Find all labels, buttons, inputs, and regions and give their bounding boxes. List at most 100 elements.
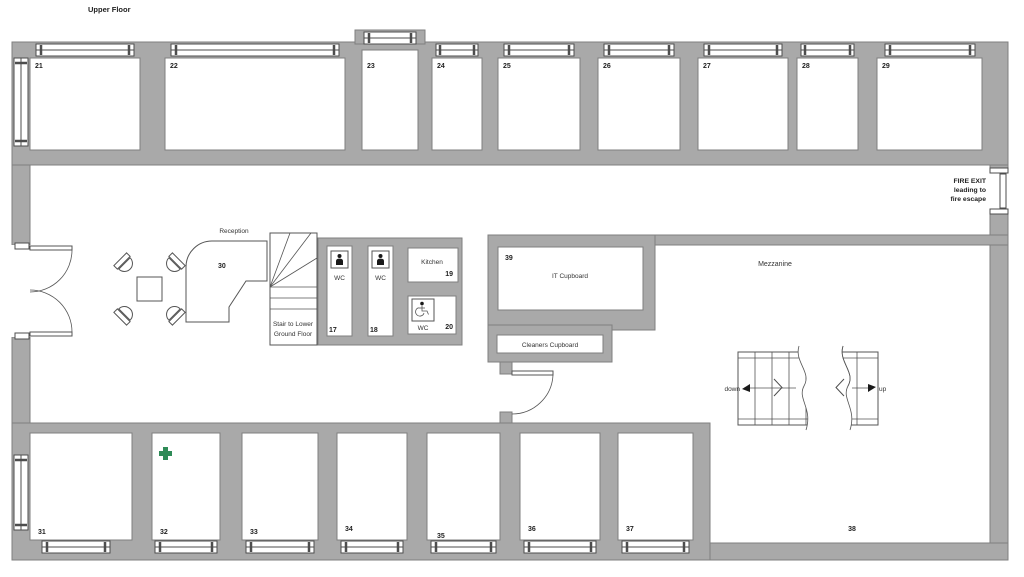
wheelchair-icon xyxy=(415,301,429,317)
up-arrowhead xyxy=(868,384,876,392)
room-35-number: 35 xyxy=(437,533,445,540)
person-icon xyxy=(336,254,343,265)
door-stub-lower xyxy=(499,411,513,424)
chair xyxy=(166,306,186,326)
fire-exit-label-1: FIRE EXIT xyxy=(954,178,987,185)
bottom-rooms: 31 32 33 xyxy=(13,432,694,554)
door-swing-top xyxy=(29,249,73,293)
room-36-number: 36 xyxy=(528,526,536,533)
accessible-wc-20: WC 20 xyxy=(407,295,457,335)
first-aid-cross-icon xyxy=(159,447,172,460)
room-37-number: 37 xyxy=(626,526,634,533)
room-35: 35 xyxy=(426,432,501,554)
stair-break-line xyxy=(797,345,809,431)
entrance-jamb-top xyxy=(14,242,30,250)
stairs-down-label: down xyxy=(724,386,740,393)
window-room33-bottom xyxy=(245,540,315,554)
door-swing xyxy=(511,374,554,415)
person-icon xyxy=(377,254,384,265)
chair xyxy=(166,252,186,272)
wc20-number: 20 xyxy=(445,324,453,331)
room-36: 36 xyxy=(519,432,601,554)
door-stub-upper xyxy=(499,361,513,375)
window-room21-left xyxy=(13,57,29,147)
room-22: 22 xyxy=(164,43,346,151)
chair xyxy=(113,306,133,326)
stair-break-line xyxy=(841,345,853,431)
wc17-number: 17 xyxy=(329,327,337,334)
room-25: 25 xyxy=(497,43,581,151)
window-room21-top xyxy=(35,43,135,57)
left-wall-upper xyxy=(11,164,31,246)
room-23-number: 23 xyxy=(367,63,375,70)
fire-exit-label-2: leading to xyxy=(954,187,986,194)
room-34-number: 34 xyxy=(345,526,353,533)
entrance-double-doors xyxy=(10,242,73,340)
room-31: 31 xyxy=(13,432,133,554)
window-room28-top xyxy=(800,43,855,57)
stair-lower-label-2: Ground Floor xyxy=(274,331,313,338)
it-cupboard: 39 IT Cupboard xyxy=(497,246,644,311)
room-32: 32 xyxy=(151,432,221,554)
window-room34-bottom xyxy=(340,540,404,554)
stair-lower-label-1: Stair to Lower xyxy=(273,321,314,328)
mezzanine-number: 38 xyxy=(848,526,856,533)
door-swing-bottom xyxy=(29,289,73,333)
window-room26-top xyxy=(603,43,675,57)
room-24-number: 24 xyxy=(437,63,445,70)
cleaners-label: Cleaners Cupboard xyxy=(522,342,579,349)
room-25-number: 25 xyxy=(503,63,511,70)
room-21-number: 21 xyxy=(35,63,43,70)
fire-exit-label-3: fire escape xyxy=(950,196,986,203)
wc18-number: 18 xyxy=(370,327,378,334)
room-26-number: 26 xyxy=(603,63,611,70)
window-room31-left xyxy=(13,454,29,531)
down-arrowhead xyxy=(742,384,750,392)
it-cupboard-label: IT Cupboard xyxy=(552,273,588,280)
room-29: 29 xyxy=(876,43,983,151)
fire-exit-jamb-top xyxy=(989,167,1009,174)
reception-number: 30 xyxy=(218,263,226,270)
wc18-label: WC xyxy=(375,275,386,282)
kitchen: Kitchen 19 xyxy=(407,247,459,283)
page-title: Upper Floor xyxy=(88,5,131,14)
room-31-number: 31 xyxy=(38,529,46,536)
stair-break-mask xyxy=(798,346,852,430)
room-26: 26 xyxy=(597,43,681,151)
window-room25-top xyxy=(503,43,575,57)
room-37: 37 xyxy=(617,432,694,554)
wc-17: WC 17 xyxy=(326,245,353,337)
window-room24-top xyxy=(435,43,479,57)
left-wall-lower xyxy=(11,336,31,428)
room-22-number: 22 xyxy=(170,63,178,70)
chair xyxy=(113,252,133,272)
room-32-number: 32 xyxy=(160,529,168,536)
wc20-label: WC xyxy=(418,325,429,332)
fire-exit-jamb-bottom xyxy=(989,208,1009,215)
cleaners-cupboard: Cleaners Cupboard xyxy=(496,334,604,354)
window-room23-top xyxy=(363,31,417,45)
room-24: 24 xyxy=(431,43,483,151)
reception-area: Reception 30 xyxy=(113,228,268,326)
room-21: 21 xyxy=(13,43,141,151)
stair-to-lower-ground: Stair to Lower Ground Floor xyxy=(269,232,318,346)
room-27-number: 27 xyxy=(703,63,711,70)
room-23: 23 xyxy=(361,31,419,151)
coffee-table xyxy=(136,276,163,302)
room-34: 34 xyxy=(336,432,408,554)
reception-desk xyxy=(185,240,268,323)
kitchen-number: 19 xyxy=(445,271,453,278)
window-room27-top xyxy=(703,43,783,57)
wc17-label: WC xyxy=(334,275,345,282)
window-room31-bottom xyxy=(41,540,111,554)
wc-kitchen-block: WC 17 WC 18 Kitchen 19 xyxy=(326,245,459,337)
fire-exit-door xyxy=(999,173,1007,209)
window-room37-bottom xyxy=(621,540,690,554)
bottom-wall-right xyxy=(709,542,1009,561)
stair-direction-chevron xyxy=(835,378,845,397)
room-27: 27 xyxy=(697,43,789,151)
entrance-jamb-bottom xyxy=(14,332,30,340)
corridor-door xyxy=(511,370,554,415)
